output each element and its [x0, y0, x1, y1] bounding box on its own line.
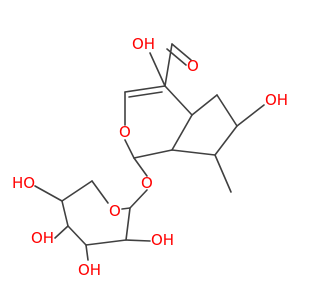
ring-oxygen-label: O	[119, 123, 131, 141]
acid-hydroxyl-label: OH	[132, 35, 155, 53]
bond	[121, 207, 131, 210]
bond	[91, 180, 109, 204]
bond	[125, 239, 151, 242]
bond	[214, 125, 238, 156]
bond	[236, 104, 265, 127]
bond	[85, 244, 89, 261]
sugar-hydroxymethyl-label: HO	[12, 174, 35, 192]
sugar-hydroxyl-left-label: OH	[31, 229, 54, 247]
atom-labels: OH O OH O O O HO OH OH OH	[12, 35, 288, 279]
bond	[164, 43, 173, 87]
bond	[61, 180, 93, 202]
bond	[124, 85, 166, 93]
acid-carbonyl-label: O	[187, 57, 199, 75]
bond	[54, 225, 69, 239]
bond	[34, 185, 63, 202]
sugar-ring-oxygen-label: O	[109, 202, 121, 220]
bond	[191, 94, 218, 116]
sugar-hydroxyl-right-label: OH	[151, 231, 174, 249]
bond	[133, 157, 148, 177]
molecule-canvas: OH O OH O O O HO OH OH OH	[12, 35, 288, 279]
ring-hydroxyl-label: OH	[265, 91, 288, 109]
molecule-structure: OH O OH O O O HO OH OH OH	[12, 35, 288, 279]
bond	[216, 94, 238, 127]
bond	[133, 149, 173, 159]
bond	[171, 43, 192, 61]
bond	[124, 139, 135, 159]
bond	[85, 239, 127, 246]
bond	[67, 225, 87, 246]
bond	[214, 154, 232, 193]
glycoside-oxygen-label: O	[141, 174, 153, 192]
bond	[125, 207, 131, 241]
sugar-hydroxyl-bottom-label: OH	[78, 261, 101, 279]
bond	[61, 200, 69, 227]
bond	[164, 85, 193, 116]
bond	[129, 189, 148, 209]
bond	[171, 149, 216, 156]
bond	[171, 114, 193, 151]
bonds	[34, 43, 265, 261]
bond	[128, 91, 163, 98]
bond	[149, 52, 166, 87]
